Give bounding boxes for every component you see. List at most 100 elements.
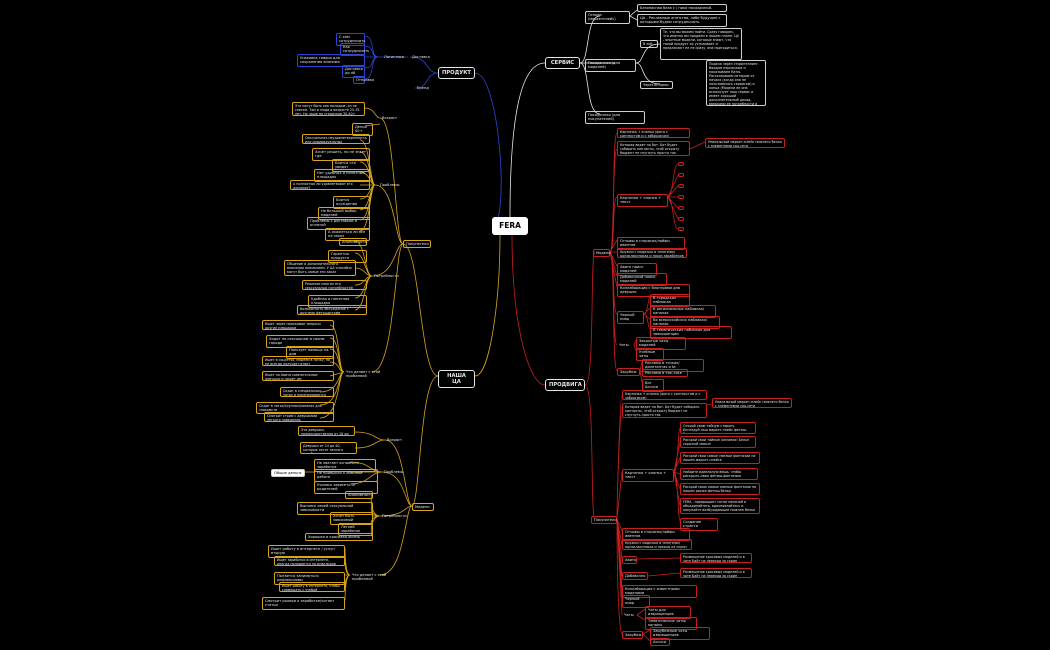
product-logistics[interactable]: Логистика [384, 55, 404, 59]
line-root-product [474, 72, 502, 227]
service-landing-models[interactable]: Посадочная (для моделей) [585, 59, 636, 72]
promo-models-abroad-3: Вот Ассоси [642, 379, 664, 392]
models-needs[interactable]: Потребности [382, 514, 407, 518]
promo-models-c2[interactable]: Которая ведет на бот. Бот будет собирать… [617, 141, 690, 156]
promo-models-abroad[interactable]: Зарубеж [617, 368, 640, 377]
models-need-5: Хорошая и красивая жизнь [305, 533, 373, 542]
buyers-problem-7: Не большой выбор моделей [318, 207, 370, 220]
models-does[interactable]: Что делает с этой проблемой [352, 573, 387, 582]
promo-buyers-c4[interactable]: Отзывы в сторисах/лайфи ивентов [622, 528, 690, 541]
models-does-1: Ищет работу в интернете / услуг/ вторую [268, 545, 345, 558]
buyers-needs[interactable]: Потребности [374, 274, 399, 278]
buyers-need-3: Общение и дополнительного внимания внима… [284, 260, 356, 276]
promo-node[interactable]: ПРОДВИГА [545, 379, 585, 391]
promo-buyers-black[interactable]: Черный пиар [622, 595, 650, 608]
promo-buyers-abroad-2: Ассоси [650, 638, 670, 647]
service-basis-note-1: Безопасная база с / ника посадочной. [637, 4, 727, 13]
promo-models-c3-slot-7 [678, 227, 684, 231]
promo-models-c8[interactable]: Коллаборация с блогерами для девушек [617, 284, 690, 297]
promo-models-c3-slot-4 [678, 195, 684, 199]
buyers-need-6: Возможность обсуждение с другими фетишис… [297, 305, 367, 315]
promo-models-chats-1: Закрытые чаты моделей [636, 337, 686, 350]
promo-buyers-avito-note: Размещение красивых моделей и в чате Бай… [680, 553, 752, 563]
promo-models-c4[interactable]: Отзывы в сторисах/лайфи ивентов [617, 237, 685, 250]
models-does-4: Ищет работу в интернете, чтобы совмещать… [279, 582, 345, 592]
product-item-1[interactable]: С кем сотрудничать [336, 33, 365, 46]
buyers-problem-3: Боится что увидят [332, 159, 370, 172]
buyers-does-1: Ищет через поисковые запросы другие площ… [262, 320, 334, 330]
promo-buyers-avito[interactable]: Авито [622, 556, 637, 565]
buyers-does-6: Сидит в специальных чатах и переписывает… [280, 387, 334, 397]
promo-buyers-chats[interactable]: Чаты [624, 613, 634, 617]
models-need-3: Хочет быть зависимой [330, 512, 373, 525]
promo-models-c5[interactable]: Кружки с моделью в телеге/вк/ одноклассн… [617, 248, 687, 258]
promo-models-abroad-2: Реклама в тик-токе [642, 369, 688, 378]
service-landing-buyers[interactable]: Посадочная (для покупателей) [585, 111, 645, 124]
service-istorii[interactable]: Через истории [640, 81, 673, 89]
promo-buyers-c3-4: Найдите идеальную вещь, чтобы раскрыть с… [680, 468, 758, 480]
buyers-problem-2: Хочет решить, но не знает где [312, 148, 370, 161]
models-does-5: Смотрит ролики о заработке/читает статьи [262, 597, 345, 610]
promo-buyers-abroad[interactable]: Зарубеж [622, 631, 643, 640]
models-need-1: Анонимность [345, 491, 373, 500]
promo-buyers-c3[interactable]: Картинка + кнопка + текст [622, 469, 674, 482]
promo-models[interactable]: Модели [593, 249, 611, 258]
buyers-problems[interactable]: Проблемы [380, 183, 400, 187]
product-item-3[interactable]: Упаковка товара для сохранения анонима [297, 54, 365, 67]
buyers-does-8: Смотрит стрим с девушками легкого поведе… [264, 412, 334, 422]
promo-models-c3-slot-5 [678, 206, 684, 210]
promo-models-black[interactable]: Черный пиар [617, 311, 644, 324]
models-problems[interactable]: Проблемы [384, 470, 404, 474]
promo-buyers-c2-note: Уникальный маркет-плейс нижнего белья с … [712, 398, 792, 408]
promo-buyers-collab[interactable]: Коллаборация с известными моделями [622, 585, 697, 598]
models-need-4: Легкий заработок [338, 523, 373, 536]
promo-buyers-c3-7: Создание страсти [680, 518, 718, 531]
audience-node[interactable]: НАША ЦА [438, 370, 475, 388]
product-node[interactable]: ПРОДУКТ [438, 67, 475, 79]
promo-buyers-c3-2: Раскрой свои тайные желания! Белье скрыт… [680, 436, 756, 448]
buyers-does-2: Ходит по сексшопам и своим городе [266, 335, 334, 348]
promo-models-c7[interactable]: Добавочный поиск моделей [617, 273, 667, 286]
service-basis[interactable]: Основа (маркетплейс) [585, 11, 630, 24]
promo-buyers[interactable]: Покупатели [591, 516, 617, 525]
promo-buyers-c3-5: Раскрой свою самые смелые фантазии на на… [680, 483, 760, 495]
buyers-does[interactable]: Что делает с этой проблемой [346, 370, 381, 379]
promo-models-black-1: В городских пабликах [650, 294, 690, 307]
promo-buyers-c1[interactable]: Картинка + кнопка (фото с контекстом и с… [622, 390, 707, 400]
service-istorii-text: Подача через сторителлинг. Вводим персон… [706, 60, 766, 106]
promo-models-c3[interactable]: Картинка + кнопка + текст [617, 194, 668, 207]
promo-buyers-c3-1: Открой свою тайную сторону. Исследуй наш… [680, 422, 756, 434]
buyers-age[interactable]: Возраст [382, 116, 398, 120]
product-brand[interactable]: Бренд [417, 86, 429, 90]
root-node[interactable]: FERA [492, 217, 528, 235]
models-age[interactable]: Возраст [387, 438, 403, 442]
promo-buyers-c2[interactable]: Которая ведет на бот. Бот будет собирать… [622, 403, 707, 418]
product-item-2[interactable]: Как сотрудничать [340, 43, 369, 56]
buyers-need-2: Гарантия продукта [328, 250, 367, 263]
models-need-2: Выплеск своей сексуальной зависимости [297, 502, 373, 515]
promo-models-c3-slot-3 [678, 184, 684, 188]
promo-models-c3-slot-1 [678, 162, 684, 166]
promo-buyers-abroad-1: Зарубежные чаты извращенцев [650, 627, 710, 640]
promo-buyers-c3-3: Раскрой свои самые смелые фантазии на на… [680, 452, 760, 464]
models-does-3: Пытается заниматься рефлексиями [274, 572, 345, 585]
promo-models-c1[interactable]: Картинка + кнопка (фото с контекстом и с… [617, 128, 690, 138]
product-item-5[interactable]: Отправка [353, 76, 374, 85]
promo-buyers-c5[interactable]: Кружки с моделью в телеге/вк/ одноклассн… [622, 539, 692, 550]
service-node[interactable]: СЕРВИС [545, 57, 580, 69]
service-vlob[interactable]: В лоб [640, 40, 658, 48]
promo-buyers-dop[interactable]: Добавочно [622, 572, 648, 581]
promo-buyers-dop-note: Размещение красивых моделей и в чате Бай… [680, 568, 752, 578]
models-problem-1: Не хватает основного заработка [314, 459, 376, 472]
buyers-problem-1: Сексуальная неудовлетворенность или инди… [302, 134, 370, 144]
promo-models-chats[interactable]: Чаты [619, 343, 629, 347]
promo-models-abroad-1: Реклама в точках/дилетантах и ta [642, 359, 704, 372]
models-problem-3: Училась зависеть от родителей [314, 481, 378, 494]
audience-models[interactable]: Модели [412, 503, 434, 512]
product-delivery[interactable]: Доставка [412, 55, 430, 59]
promo-models-c6[interactable]: Авито поиск моделей [617, 263, 657, 276]
buyers-does-7: Сидит в чатах/группах/каналах для знаком… [256, 402, 334, 414]
audience-buyers[interactable]: Покупатели [403, 240, 431, 249]
service-vlob-text: Те, что вы можем найти. Сразу говорим, ч… [660, 28, 742, 60]
buyers-does-5: Ищет на Авито сомнительные девушки и пиш… [262, 371, 334, 381]
